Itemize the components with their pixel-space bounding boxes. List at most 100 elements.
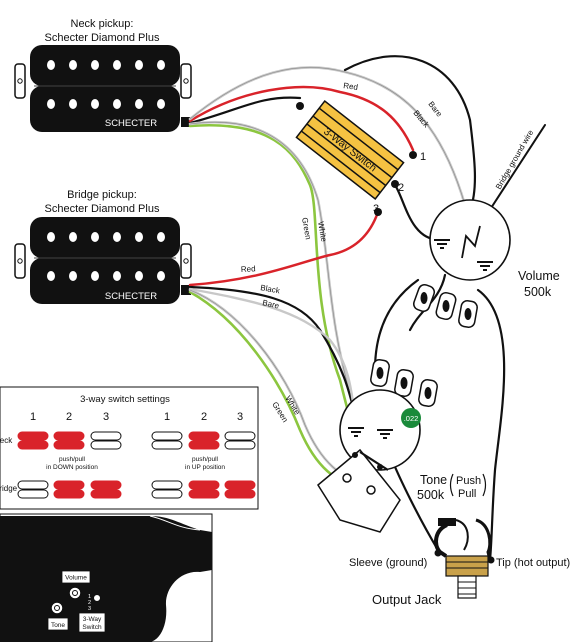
switch-lug-2-label: 2 bbox=[398, 182, 404, 194]
wire-label-black-bridge: Black bbox=[260, 283, 282, 295]
coil-indicator-up-bridge-pos1-coil2 bbox=[151, 489, 183, 499]
jack-tip-label: Tip (hot output) bbox=[496, 557, 570, 569]
neck-pickup: Neck pickup: Schecter Diamond Plus SCHEC… bbox=[14, 18, 192, 132]
coil-indicator-down-bridge-pos1-coil1 bbox=[17, 480, 49, 490]
wire-label-bare-neck: Bare bbox=[426, 100, 444, 119]
neck-pickup-model: Schecter Diamond Plus bbox=[45, 32, 160, 44]
output-jack: Sleeve (ground) Tip (hot output) Output … bbox=[349, 518, 570, 607]
coil-indicator-down-bridge-pos1-coil2 bbox=[17, 489, 49, 499]
guitar-switch-label-1: 3-Way bbox=[83, 616, 102, 623]
bridge-pickup-coil-bottom bbox=[30, 258, 180, 304]
coil-indicator-down-bridge-pos2-coil1 bbox=[53, 480, 85, 490]
up-caption-1: push/pull bbox=[192, 456, 219, 463]
bridge-bare-wire bbox=[188, 287, 357, 420]
guitar-volume-knob bbox=[68, 586, 82, 600]
coil-indicator-up-neck-pos3-coil2 bbox=[224, 440, 256, 450]
down-pos-1: 1 bbox=[30, 411, 36, 423]
volume-pot: Volume 500k bbox=[412, 199, 560, 328]
guitar-pos-1: 1 bbox=[88, 594, 91, 600]
wire-label-bridge-ground: Bridge ground wire bbox=[494, 128, 536, 191]
neck-red-wire bbox=[188, 85, 415, 152]
jack-sleeve-label: Sleeve (ground) bbox=[349, 557, 427, 569]
coil-indicator-grid bbox=[17, 431, 256, 499]
neck-pickup-poles-top bbox=[47, 60, 165, 70]
row-bridge-label: Bridge bbox=[0, 484, 18, 493]
neck-pickup-mount-right bbox=[180, 63, 192, 99]
up-pos-1: 1 bbox=[164, 411, 170, 423]
switch-lug-2 bbox=[391, 180, 399, 188]
bridge-pickup-model: Schecter Diamond Plus bbox=[45, 203, 160, 215]
neck-pickup-coil-bottom bbox=[30, 86, 180, 132]
coil-indicator-up-neck-pos1-coil2 bbox=[151, 440, 183, 450]
tone-lugs bbox=[370, 359, 438, 407]
up-caption-2: in UP position bbox=[185, 464, 225, 471]
wire-label-red-bridge: Red bbox=[241, 264, 256, 274]
volume-ground-wire bbox=[373, 278, 420, 372]
tone-pot: .022 Tone 500k Push Pull bbox=[317, 359, 487, 533]
switch-ground-wire bbox=[343, 55, 476, 212]
neck-pickup-brand: SCHECTER bbox=[105, 118, 157, 129]
volume-value: 500k bbox=[524, 285, 552, 299]
guitar-tone-label: Tone bbox=[51, 622, 65, 629]
tone-pull-label: Pull bbox=[458, 488, 476, 500]
guitar-tone-knob bbox=[50, 601, 64, 615]
switch-lug-1-label: 1 bbox=[420, 151, 426, 163]
tone-label: Tone bbox=[420, 473, 447, 487]
coil-indicator-down-neck-pos2-coil2 bbox=[53, 440, 85, 450]
coil-indicator-up-neck-pos2-coil2 bbox=[188, 440, 220, 450]
bridge-pickup: Bridge pickup: Schecter Diamond Plus SCH… bbox=[14, 189, 192, 304]
bridge-pickup-title: Bridge pickup: bbox=[67, 189, 137, 201]
coil-indicator-down-bridge-pos3-coil1 bbox=[90, 480, 122, 490]
switch-body bbox=[295, 100, 405, 200]
guitar-pos-3: 3 bbox=[88, 606, 91, 612]
bridge-pickup-brand: SCHECTER bbox=[105, 291, 157, 302]
coil-indicator-down-neck-pos1-coil1 bbox=[17, 431, 49, 441]
switch-lug-ground bbox=[296, 102, 304, 110]
wire-label-white-neck: White bbox=[316, 221, 329, 243]
down-caption-2: in DOWN position bbox=[46, 464, 98, 471]
coil-indicator-down-bridge-pos2-coil2 bbox=[53, 489, 85, 499]
neck-pickup-mount-left bbox=[14, 63, 26, 99]
coil-indicator-up-neck-pos1-coil1 bbox=[151, 431, 183, 441]
neck-black-wire bbox=[188, 96, 302, 125]
coil-indicator-down-bridge-pos3-coil2 bbox=[90, 489, 122, 499]
down-pos-3: 3 bbox=[103, 411, 109, 423]
guitar-switch-label-2: Switch bbox=[82, 624, 102, 631]
coil-indicator-up-bridge-pos1-coil1 bbox=[151, 480, 183, 490]
row-neck-label: Neck bbox=[0, 436, 13, 445]
down-pos-2: 2 bbox=[66, 411, 72, 423]
up-pos-3: 3 bbox=[237, 411, 243, 423]
coil-indicator-up-bridge-pos2-coil2 bbox=[188, 489, 220, 499]
volume-label: Volume bbox=[518, 269, 560, 283]
bridge-pickup-mount-left bbox=[14, 243, 26, 279]
neck-pickup-poles-bottom bbox=[47, 99, 165, 109]
output-jack-title: Output Jack bbox=[372, 592, 442, 607]
volume-lugs bbox=[412, 283, 478, 328]
settings-title: 3-way switch settings bbox=[80, 394, 170, 405]
switch-lug-1 bbox=[409, 151, 417, 159]
switch-settings-panel: 3-way switch settings 1 2 3 1 2 3 Neck B… bbox=[0, 386, 259, 510]
tone-capacitor bbox=[401, 408, 421, 428]
jack-body bbox=[445, 555, 489, 577]
tone-push-label: Push bbox=[456, 475, 481, 487]
coil-indicator-down-neck-pos3-coil2 bbox=[90, 440, 122, 450]
wire-label-red-neck: Red bbox=[343, 81, 359, 92]
guitar-switch-tip bbox=[93, 594, 101, 602]
wire-label-green-neck: Green bbox=[300, 217, 313, 240]
bridge-pickup-poles-top bbox=[47, 232, 165, 242]
neck-pickup-title: Neck pickup: bbox=[71, 18, 134, 30]
bridge-pickup-poles-bottom bbox=[47, 271, 165, 281]
down-caption-1: push/pull bbox=[59, 456, 86, 463]
bridge-black-wire bbox=[188, 285, 357, 417]
tone-value: 500k bbox=[417, 488, 445, 502]
coil-indicator-down-neck-pos3-coil1 bbox=[90, 431, 122, 441]
guitar-pos-2: 2 bbox=[88, 600, 91, 606]
coil-indicator-up-bridge-pos2-coil1 bbox=[188, 480, 220, 490]
guitar-volume-label: Volume bbox=[65, 575, 87, 582]
three-way-switch: 3-Way Switch 1 2 3 bbox=[295, 100, 426, 216]
coil-indicator-down-neck-pos2-coil1 bbox=[53, 431, 85, 441]
wire-label-bare-bridge: Bare bbox=[262, 298, 281, 310]
guitar-body-view: Volume Tone 3-Way Switch 1 2 3 bbox=[0, 513, 213, 642]
